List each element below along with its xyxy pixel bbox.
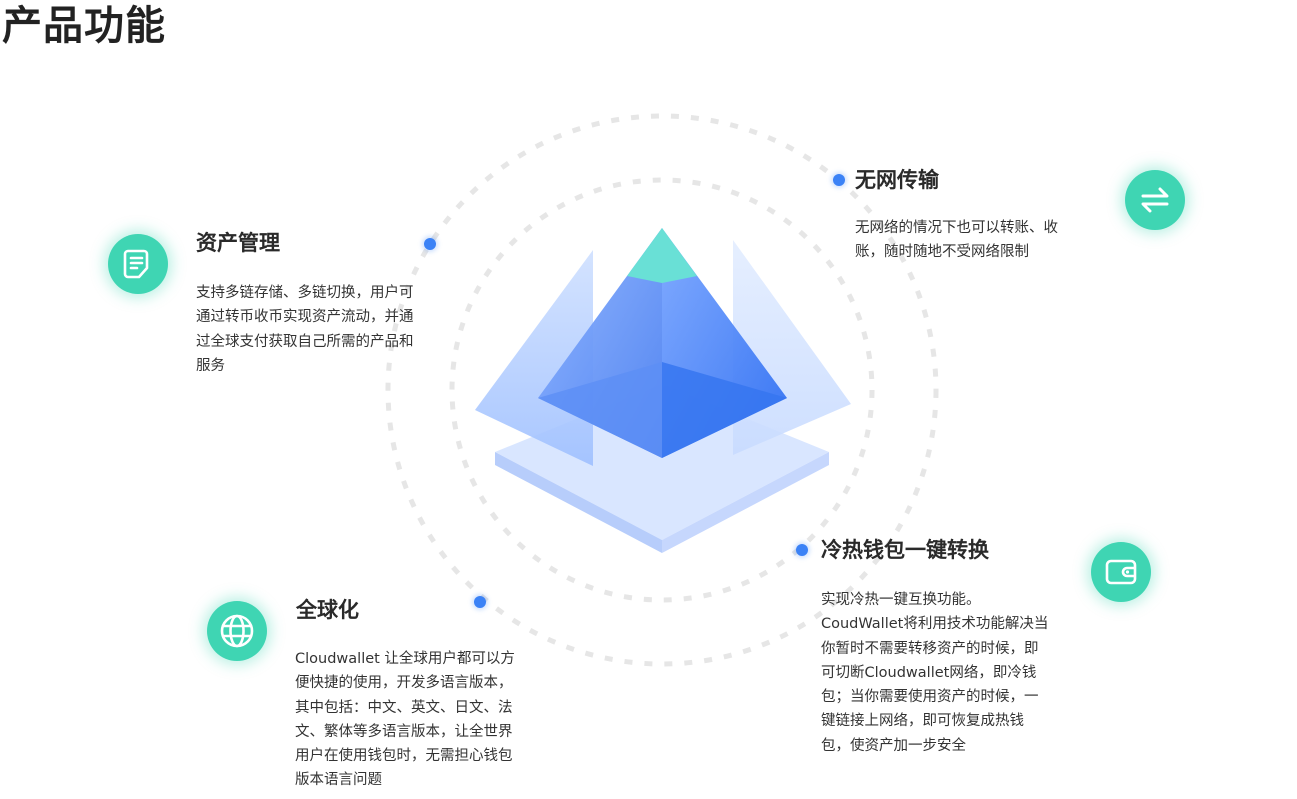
base-slab-left	[495, 452, 662, 553]
desc-line: 过全球支付获取自己所需的产品和	[196, 333, 414, 350]
orbit-dot-wallet	[796, 544, 808, 556]
desc-line: 支持多链存储、多链切换，用户可	[196, 285, 414, 301]
feature-desc-offline: 无网络的情况下也可以转账、收 账，随时随地不受网络限制	[855, 216, 1085, 265]
feature-desc-wallet: 实现冷热一键互换功能。 CoudWallet将利用技术功能解决当 你暂时不需要转…	[821, 588, 1071, 758]
pyramid-cap	[627, 228, 697, 283]
wallet-icon	[1091, 542, 1151, 602]
feature-title-offline: 无网传输	[855, 168, 939, 192]
orbit-dot-global	[474, 596, 486, 608]
transfer-arrows-icon	[1125, 170, 1185, 230]
outer-orbit-ring	[385, 113, 939, 667]
pyramid-inner-right	[662, 362, 787, 458]
pyramid-inner-left	[538, 362, 662, 458]
feature-desc-asset: 支持多链存储、多链切换，用户可 通过转币收币实现资产流动，并通 过全球支付获取自…	[196, 281, 436, 378]
document-icon	[108, 234, 168, 294]
desc-line: 其中包括：中文、英文、日文、法	[295, 699, 513, 716]
desc-line: 版本语言问题	[295, 772, 382, 789]
inner-orbit-ring	[449, 177, 875, 603]
desc-line: Cloudwallet 让全球用户都可以方	[295, 651, 515, 667]
right-glass-panel	[733, 240, 851, 455]
orbit-dot-offline	[833, 174, 845, 186]
desc-line: 键链接上网络，即可恢复成热钱	[821, 713, 1024, 730]
desc-line: CoudWallet将利用技术功能解决当	[821, 616, 1049, 633]
desc-line: 通过转币收币实现资产流动，并通	[196, 309, 414, 326]
base-slab-right	[662, 452, 829, 553]
desc-line: 账，随时随地不受网络限制	[855, 244, 1029, 261]
globe-icon	[207, 601, 267, 661]
feature-desc-global: Cloudwallet 让全球用户都可以方 便快捷的使用，开发多语言版本， 其中…	[295, 647, 545, 793]
feature-title-global: 全球化	[296, 598, 359, 622]
desc-line: 包，使资产加一步安全	[821, 737, 966, 754]
left-glass-panel	[475, 250, 593, 466]
feature-title-wallet: 冷热钱包一键转换	[821, 538, 989, 562]
desc-line: 可切断Cloudwallet网络，即冷钱	[821, 664, 1037, 681]
desc-line: 你暂时不需要转移资产的时候，即	[821, 640, 1039, 657]
desc-line: 实现冷热一键互换功能。	[821, 592, 981, 608]
orbit-dot-asset	[424, 238, 436, 250]
desc-line: 服务	[196, 357, 225, 374]
desc-line: 用户在使用钱包时，无需担心钱包	[295, 748, 513, 765]
desc-line: 包；当你需要使用资产的时候，一	[821, 689, 1039, 706]
desc-line: 无网络的情况下也可以转账、收	[855, 220, 1058, 236]
desc-line: 便快捷的使用，开发多语言版本，	[295, 675, 513, 692]
desc-line: 文、繁体等多语言版本，让全世界	[295, 723, 513, 740]
feature-title-asset: 资产管理	[196, 231, 280, 255]
page-title: 产品功能	[2, 3, 166, 49]
